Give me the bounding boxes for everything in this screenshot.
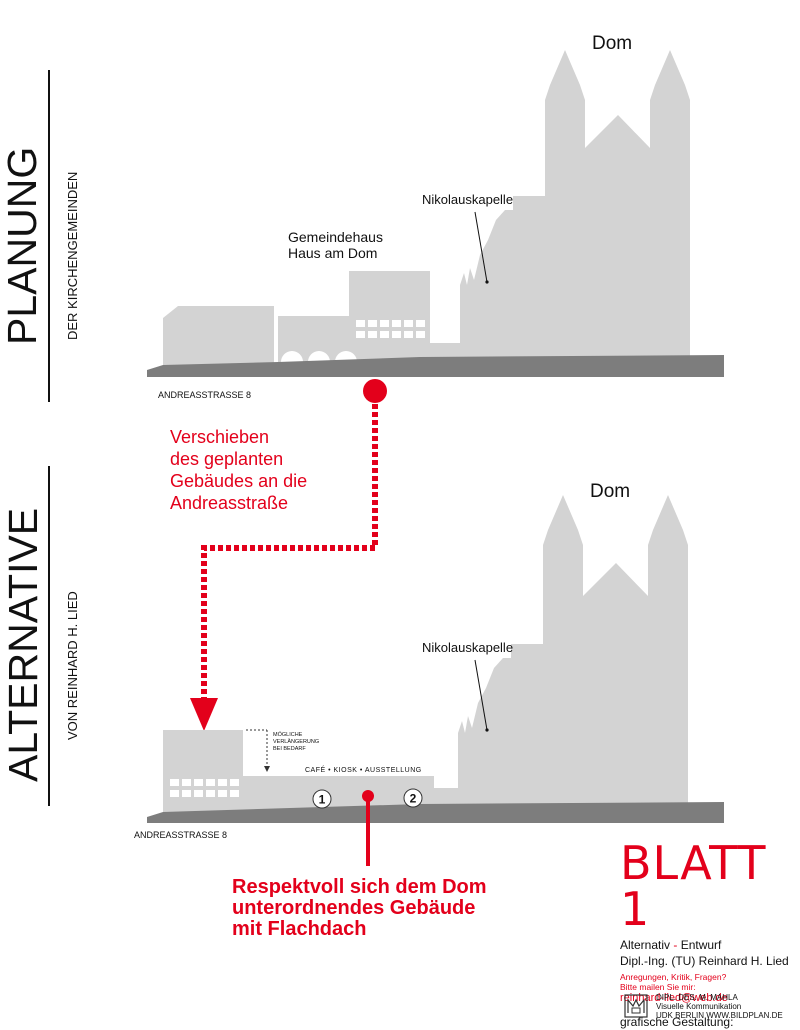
alternative-title: ALTERNATIVE	[0, 508, 46, 782]
credit-line3: UDK BERLIN WWW.BILDPLAN.DE	[656, 1011, 783, 1020]
bildplan-logo-icon	[624, 994, 648, 1018]
alt-building-windows	[170, 779, 239, 797]
credit-line1: DIPL. DES. M. MAHLA	[656, 993, 738, 1002]
respect-message: Respektvoll sich dem Dom unterordnendes …	[232, 877, 572, 940]
sheet-subtitle-left: Alternativ	[620, 938, 671, 952]
kapelle-label-bottom: Nikolauskapelle	[422, 640, 513, 655]
gemeindehaus-label-line2: Haus am Dom	[288, 245, 377, 261]
gemeindehaus-tower	[349, 271, 430, 316]
street-label-top: ANDREASSTRASSE 8	[158, 390, 251, 400]
marker-1: 1	[312, 789, 332, 809]
left-house	[163, 306, 274, 365]
ground-bottom	[147, 802, 724, 823]
kapelle-pointer-top	[474, 211, 488, 283]
credits-text: DIPL. DES. M. MAHLA Visuelle Kommunikati…	[656, 993, 783, 1020]
gemeindehaus-windows	[356, 320, 425, 338]
marker-2-label: 2	[410, 792, 417, 806]
dom-silhouette	[460, 50, 690, 358]
shift-origin-dot	[363, 379, 387, 403]
kapelle-dot-top	[485, 280, 489, 284]
extension-note-line1: MÖGLICHE	[273, 731, 303, 738]
planning-panel: PLANUNG DER KIRCHENGEMEINDEN ANDREASSTRA…	[0, 33, 724, 402]
kapelle-label-top: Nikolauskapelle	[422, 192, 513, 207]
marker-2: 2	[403, 788, 423, 808]
shift-arrowhead	[190, 698, 218, 731]
alt-pavilion	[243, 776, 458, 812]
design-credits: DIPL. DES. M. MAHLA Visuelle Kommunikati…	[624, 990, 800, 1020]
dom-label-bottom: Dom	[590, 481, 630, 502]
planning-title: PLANUNG	[0, 147, 45, 345]
gemeindehaus-arches	[281, 351, 357, 362]
respect-message-line3: mit Flachdach	[232, 918, 367, 940]
shift-note-line3: Gebäudes an die	[170, 471, 308, 491]
respect-message-line2: unterordnendes Gebäude	[232, 897, 476, 919]
extension-note-line3: BEI BEDARF	[273, 746, 306, 752]
function-label: CAFÉ • KIOSK • AUSSTELLUNG	[305, 765, 422, 774]
marker-1-label: 1	[319, 793, 326, 807]
shift-arrow	[190, 379, 387, 731]
respect-message-line1: Respektvoll sich dem Dom	[232, 876, 487, 898]
street-label-bottom: ANDREASSTRASSE 8	[134, 830, 227, 840]
alternative-panel: ALTERNATIVE VON REINHARD H. LIED MÖGLICH…	[0, 466, 724, 866]
sheet-subtitle: Alternativ - Entwurf	[620, 938, 798, 953]
credit-line2: Visuelle Kommunikation	[656, 1002, 742, 1011]
alternative-subtitle: VON REINHARD H. LIED	[65, 591, 80, 740]
kapelle-pointer-bottom	[474, 659, 488, 731]
dom-silhouette-bottom	[458, 495, 688, 805]
dom-label-top: Dom	[592, 33, 632, 54]
shift-note-line2: des geplanten	[170, 449, 284, 469]
shift-note-line1: Verschieben	[170, 427, 270, 447]
sheet-title: BLATT 1	[620, 836, 767, 936]
message-pointer-dot	[362, 790, 374, 802]
ground-top	[147, 355, 724, 377]
contact-line1: Anregungen, Kritik, Fragen?	[620, 972, 727, 982]
alt-building-upper	[163, 730, 243, 772]
shift-path	[201, 404, 378, 700]
sheet-subtitle-dash: -	[670, 938, 681, 952]
sheet-author: Dipl.-Ing. (TU) Reinhard H. Lied	[620, 954, 789, 968]
contact-line2: Bitte mailen Sie mir:	[620, 982, 696, 992]
extension-arrowhead	[264, 766, 270, 772]
gemeindehaus-label-line1: Gemeindehaus	[288, 229, 383, 245]
planning-subtitle: DER KIRCHENGEMEINDEN	[65, 172, 80, 340]
sheet-subtitle-right: Entwurf	[680, 938, 722, 952]
kapelle-dot-bottom	[485, 728, 489, 732]
shift-note: Verschieben des geplanten Gebäudes an di…	[170, 426, 330, 514]
extension-note-line2: VERLÄNGERUNG	[273, 738, 319, 745]
shift-note-line4: Andreasstraße	[170, 493, 289, 513]
